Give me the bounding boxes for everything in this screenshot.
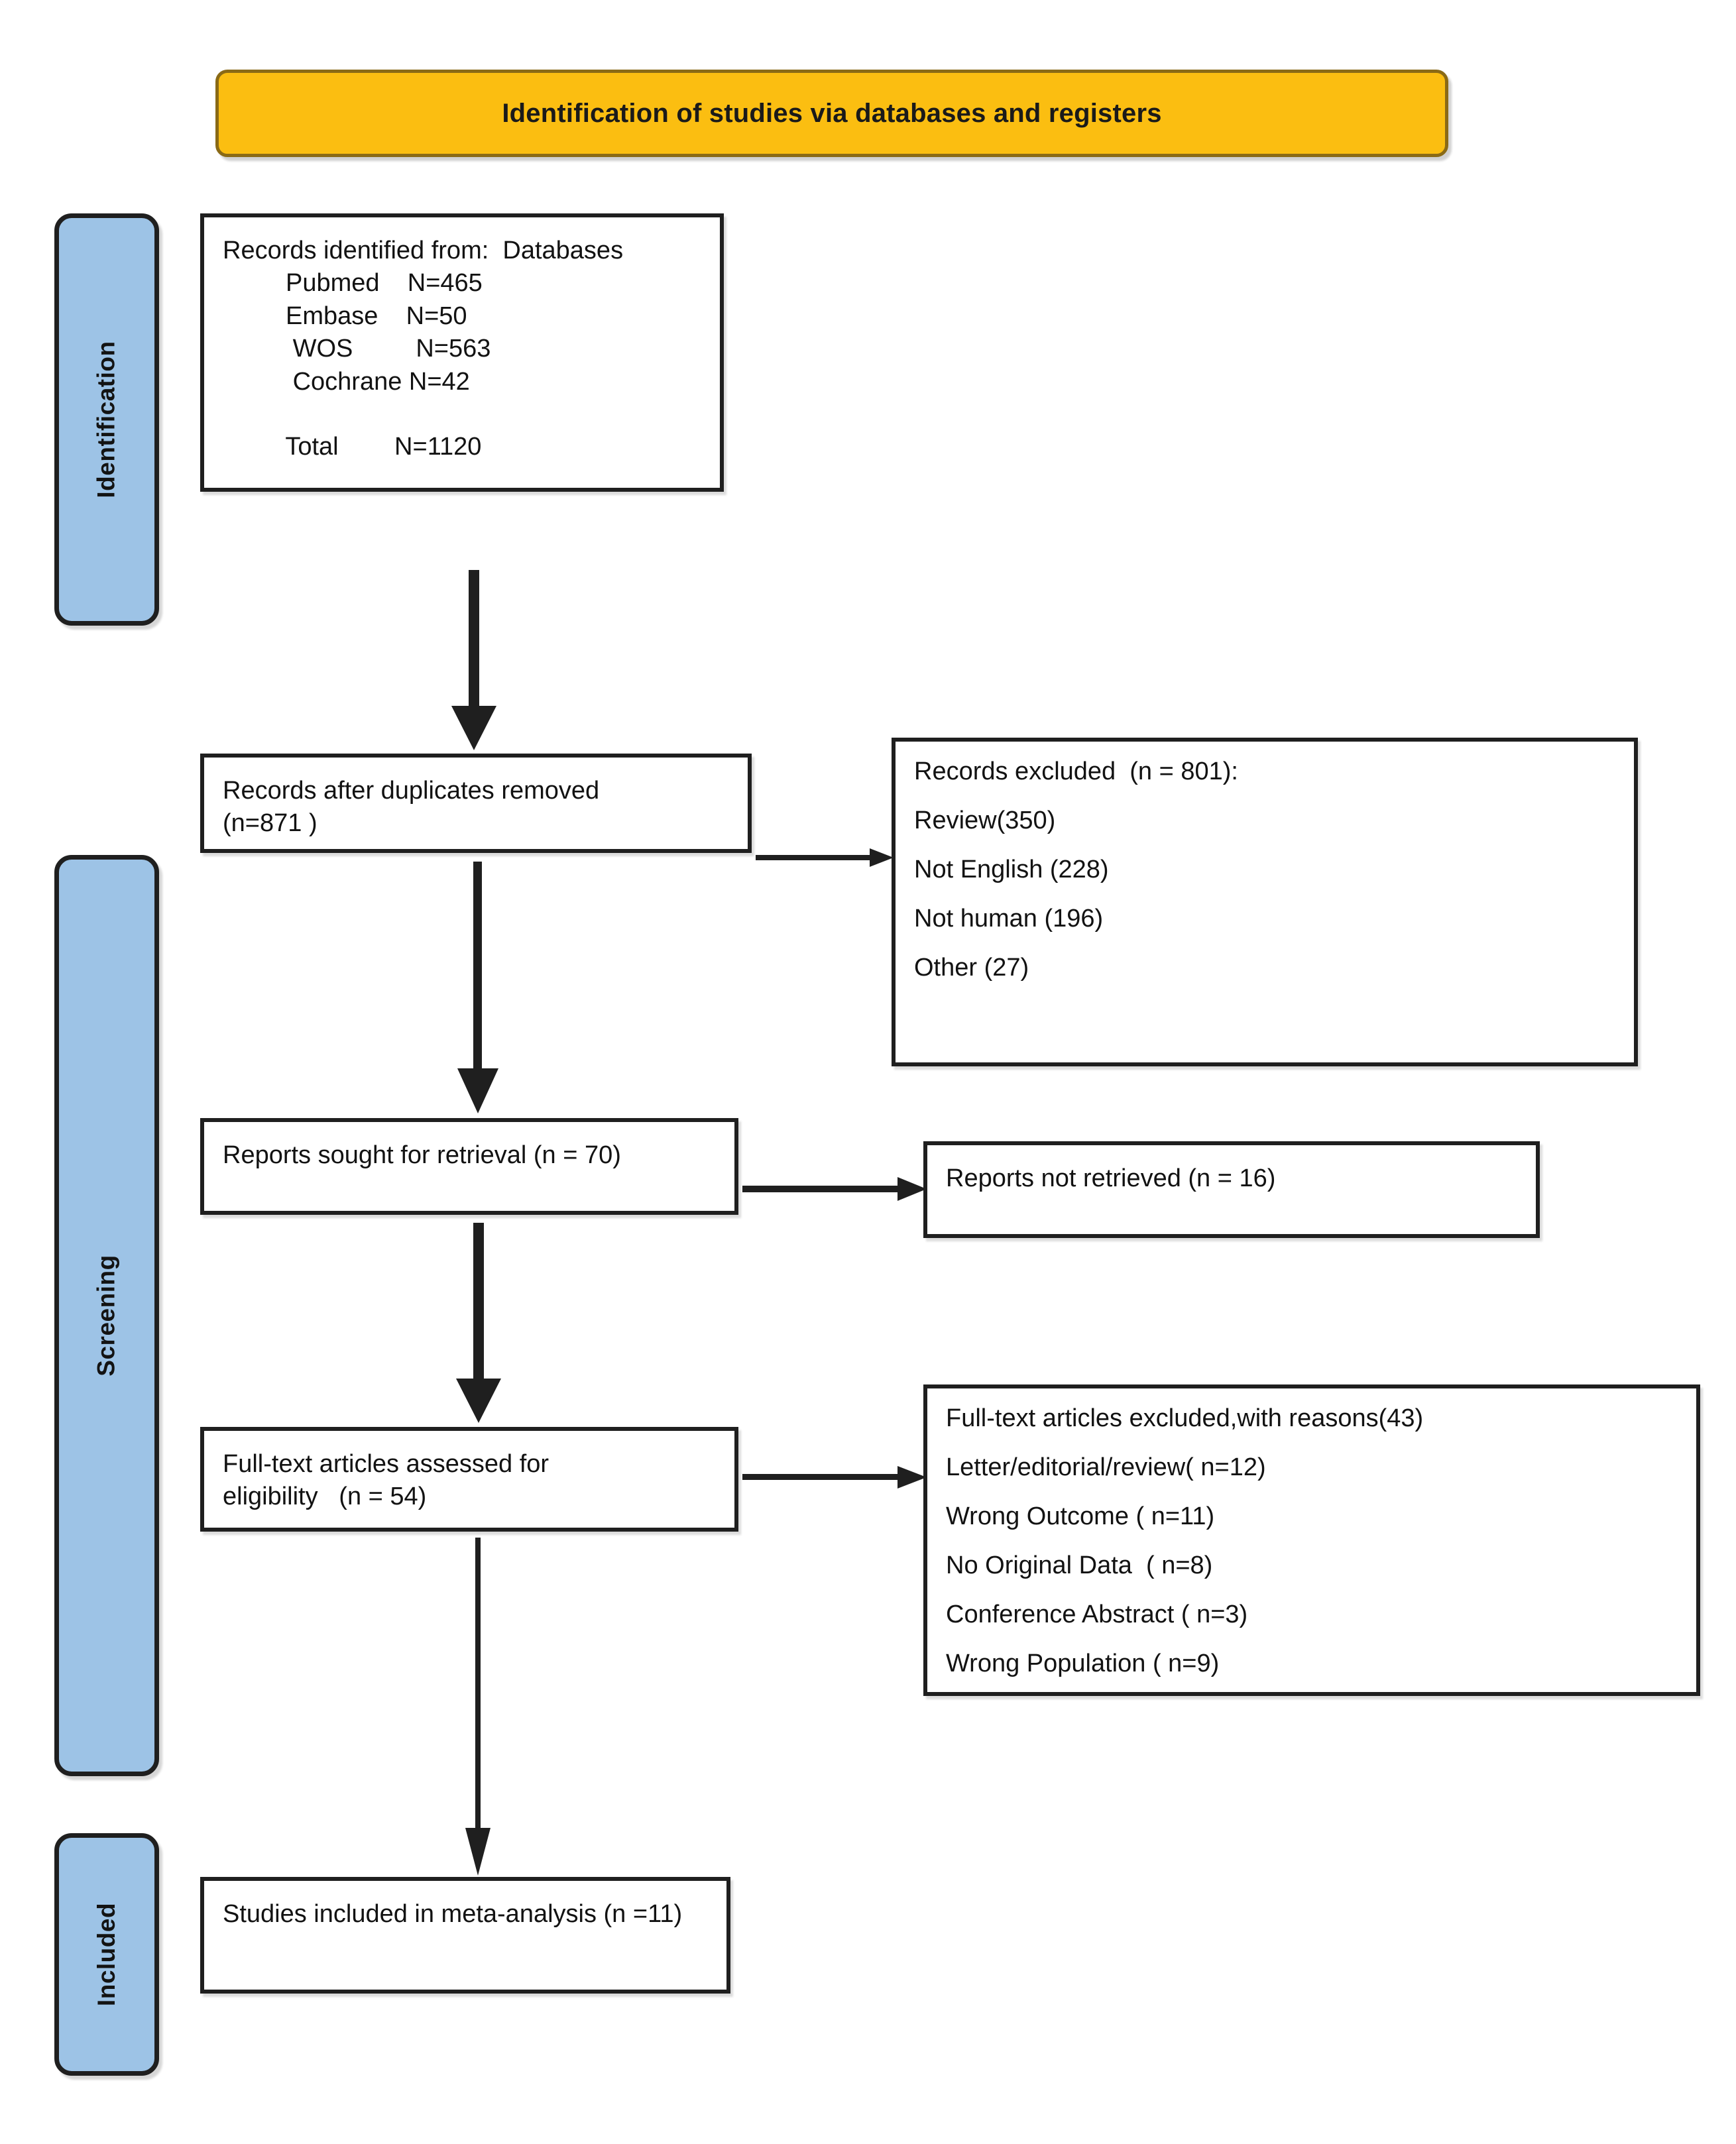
stage-label-included: Included — [93, 1902, 120, 2007]
records-excluded-reason: Not human (196) — [914, 905, 1104, 932]
arrow-fulltext-to-excluded — [742, 1461, 931, 1495]
fulltext-excluded-heading: Full-text articles excluded,with reasons… — [946, 1404, 1424, 1432]
records-excluded-reason: Review(350) — [914, 807, 1056, 834]
arrow-identified-to-duplicates — [434, 570, 514, 756]
studies-included-line: Studies included in meta-analysis (n =11… — [223, 1900, 683, 1928]
arrow-duplicates-to-sought — [439, 862, 518, 1127]
stage-bar-identification: Identification — [54, 213, 159, 626]
fulltext-excluded-reason: Letter/editorial/review( n=12) — [946, 1453, 1266, 1481]
arrow-duplicates-to-excluded — [756, 842, 898, 875]
box-records-after-duplicates: Records after duplicates removed (n=871 … — [200, 754, 752, 853]
fulltext-excluded-reason: Conference Abstract ( n=3) — [946, 1601, 1248, 1628]
duplicates-line-2: (n=871 ) — [223, 809, 318, 838]
stage-bar-screening: Screening — [54, 855, 159, 1776]
stage-label-identification: Identification — [93, 341, 121, 498]
fulltext-excluded-reason: No Original Data ( n=8) — [946, 1552, 1213, 1579]
arrow-sought-to-fulltext — [439, 1223, 518, 1435]
arrow-fulltext-to-included — [439, 1538, 518, 1882]
records-excluded-reason: Other (27) — [914, 954, 1029, 982]
records-identified-line: WOS N=563 — [223, 335, 491, 363]
box-reports-not-retrieved: Reports not retrieved (n = 16) — [923, 1141, 1540, 1238]
fulltext-assessed-line-1: Full-text articles assessed for — [223, 1450, 550, 1478]
diagram-title-text: Identification of studies via databases … — [502, 98, 1162, 128]
records-identified-line: Cochrane N=42 — [223, 367, 470, 396]
records-identified-total: Total N=1120 — [223, 433, 482, 461]
box-records-excluded: Records excluded (n = 801): Review(350) … — [892, 738, 1638, 1066]
duplicates-line-1: Records after duplicates removed — [223, 777, 600, 805]
box-reports-sought: Reports sought for retrieval (n = 70) — [200, 1118, 738, 1215]
reports-sought-line: Reports sought for retrieval (n = 70) — [223, 1141, 621, 1169]
arrow-sought-to-not-retrieved — [742, 1173, 931, 1206]
fulltext-excluded-reason: Wrong Outcome ( n=11) — [946, 1502, 1215, 1530]
box-records-identified: Records identified from: Databases Pubme… — [200, 213, 724, 492]
records-identified-line: Embase N=50 — [223, 302, 467, 330]
stage-label-screening: Screening — [93, 1255, 120, 1377]
records-identified-spacer — [223, 398, 701, 431]
records-excluded-reason: Not English (228) — [914, 856, 1109, 883]
records-excluded-heading: Records excluded (n = 801): — [914, 758, 1238, 785]
fulltext-assessed-line-2: eligibility (n = 54) — [223, 1483, 427, 1511]
records-identified-heading: Records identified from: Databases — [223, 237, 624, 264]
box-fulltext-assessed: Full-text articles assessed for eligibil… — [200, 1427, 738, 1532]
stage-bar-included: Included — [54, 1833, 159, 2076]
fulltext-excluded-reason: Wrong Population ( n=9) — [946, 1650, 1220, 1677]
box-studies-included: Studies included in meta-analysis (n =11… — [200, 1877, 730, 1994]
records-identified-line: Pubmed N=465 — [223, 269, 483, 298]
box-fulltext-excluded: Full-text articles excluded,with reasons… — [923, 1384, 1700, 1696]
reports-not-retrieved-line: Reports not retrieved (n = 16) — [946, 1164, 1276, 1192]
diagram-title-banner: Identification of studies via databases … — [215, 70, 1448, 157]
